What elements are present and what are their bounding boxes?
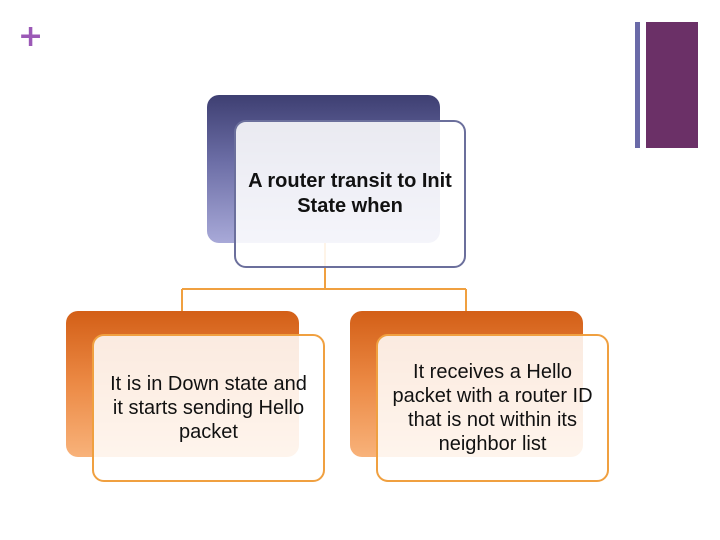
child-node-hello-received-text: It receives a Hello packet with a router…: [392, 361, 593, 455]
accent-bar-thin: [635, 22, 640, 148]
root-node: A router transit to Init State when: [234, 120, 466, 268]
root-node-text: A router transit to Init State when: [248, 170, 452, 217]
child-node-down-state-text: It is in Down state and it starts sendin…: [110, 373, 307, 443]
corner-plus-icon: +: [18, 19, 44, 54]
accent-bar-block: [646, 22, 698, 148]
child-node-down-state: It is in Down state and it starts sendin…: [92, 334, 325, 482]
child-node-hello-received: It receives a Hello packet with a router…: [376, 334, 609, 482]
